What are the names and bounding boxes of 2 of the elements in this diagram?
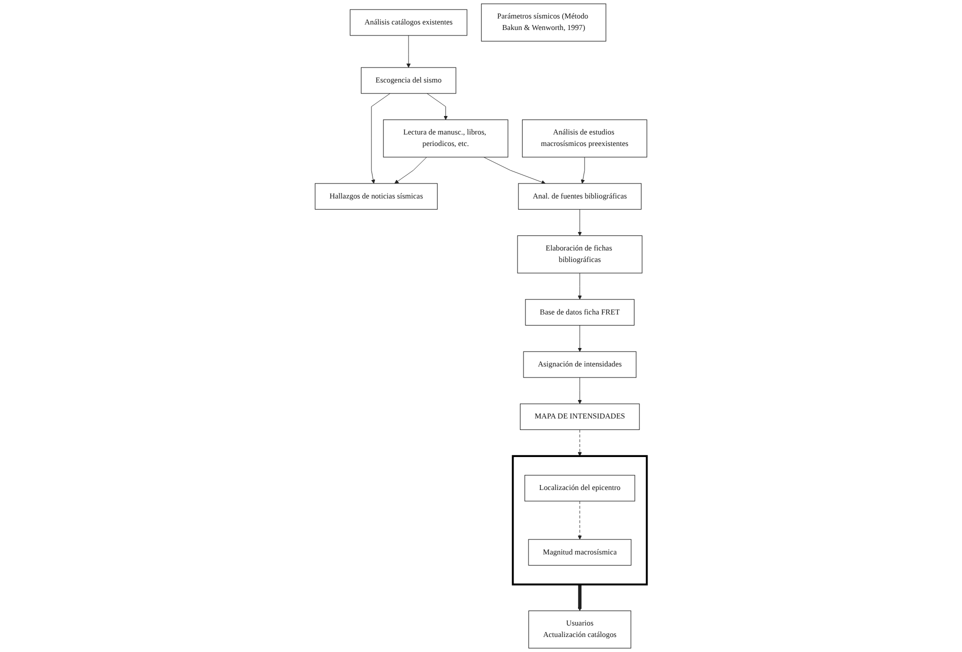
cluster: [512, 455, 648, 586]
arrow: [578, 584, 582, 611]
